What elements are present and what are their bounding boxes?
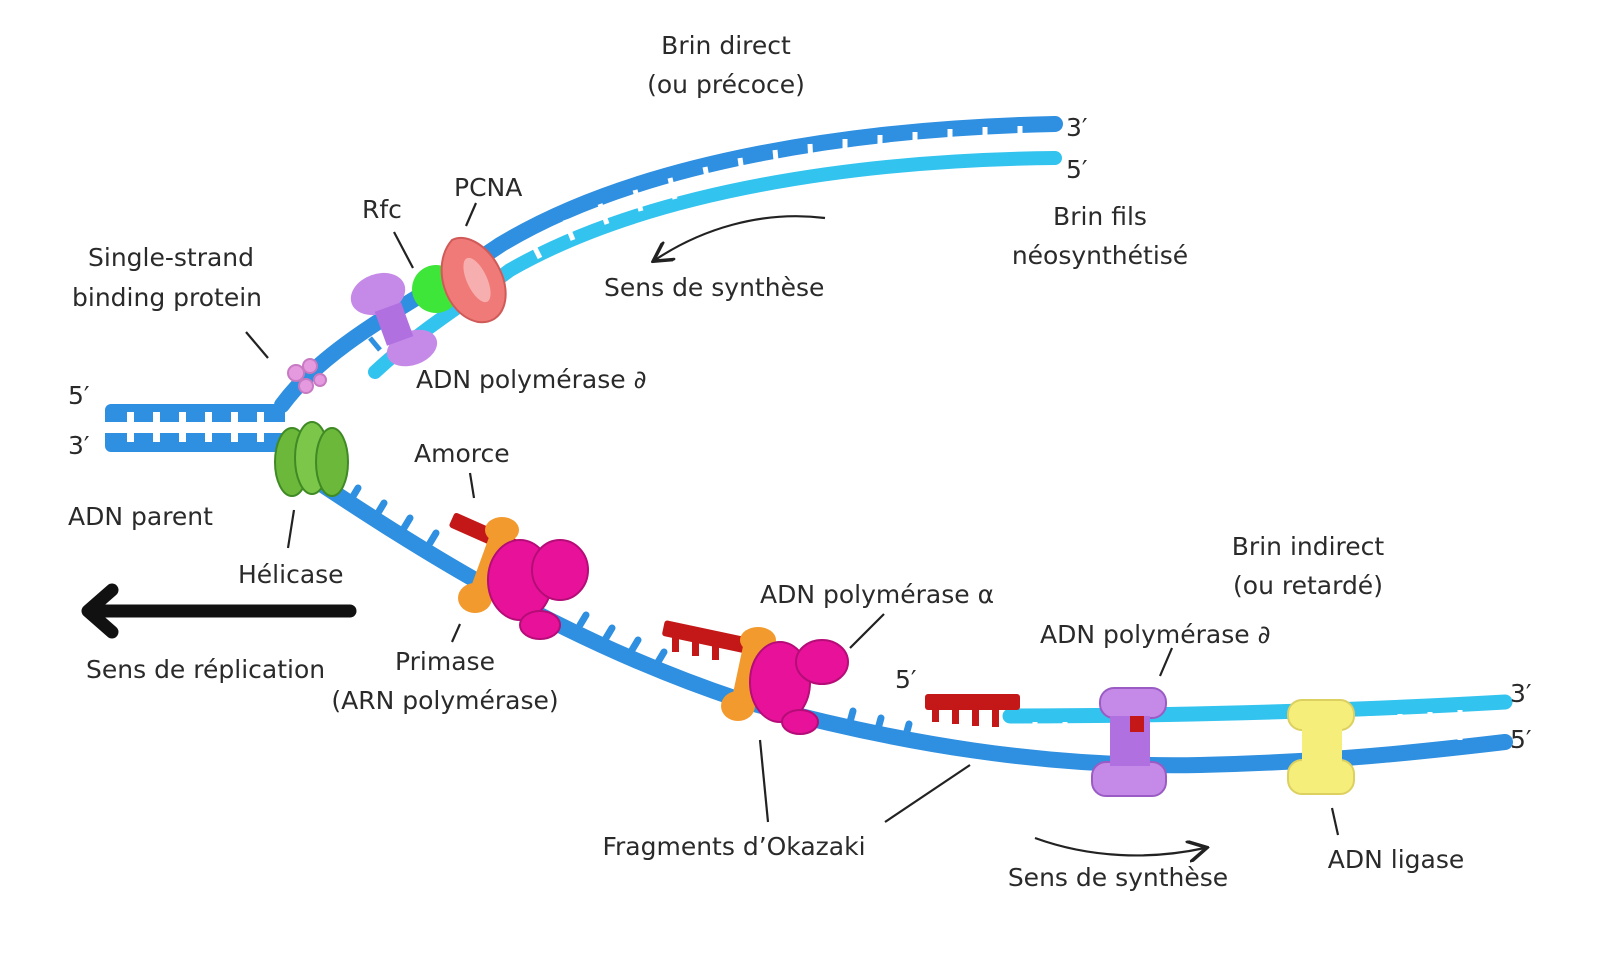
labels: Brin direct (ou précoce) 3′ 5′ Brin fils… [68,31,1532,892]
pol-delta-top-label: ADN polymérase ∂ [416,365,647,394]
replication-direction-arrow [81,583,357,639]
ligase-label: ADN ligase [1328,845,1465,874]
top-3prime: 3′ [1066,113,1088,142]
pol-alpha-1-shape [487,539,589,640]
amorce-label: Amorce [414,439,510,468]
parent-dna [105,404,285,452]
pol-delta-top-shape [350,272,438,367]
parent-3prime: 3′ [68,431,90,460]
fragment-5prime: 5′ [895,665,917,694]
okazaki-label: Fragments d’Okazaki [602,832,865,861]
pcna-shape [440,237,507,324]
synthesis-bottom-arrow [1034,836,1205,855]
pol-alpha-2-shape [749,639,849,735]
top-5prime: 5′ [1066,155,1088,184]
leading-title: Brin direct [661,31,791,60]
pol-alpha-label: ADN polymérase α [760,580,994,609]
leading-strand [274,116,1063,413]
adn-parent-label: ADN parent [68,502,213,531]
daughter-subtitle: néosynthétisé [1012,241,1188,270]
synthesis-top-label: Sens de synthèse [604,273,824,302]
replication-direction-label: Sens de réplication [86,655,325,684]
rfc-label: Rfc [362,195,402,224]
daughter-title: Brin fils [1053,202,1147,231]
synthesis-top-arrow [655,215,826,260]
primase-label-line1: Primase [395,647,495,676]
primase-label-line2: (ARN polymérase) [331,686,558,715]
ssb-label-line1: Single-strand [88,243,254,272]
ligase-shape [1287,699,1355,795]
ssb-label-line2: binding protein [72,283,262,312]
fragment-primer [925,694,1020,727]
bottom-5prime: 5′ [1510,725,1532,754]
bottom-3prime: 3′ [1510,679,1532,708]
leading-daughter-strand [368,151,1062,379]
helicase-shape [274,421,349,497]
leading-template-strand [274,116,1063,413]
ssb-protein-shape [287,358,327,394]
lagging-title: Brin indirect [1232,532,1385,561]
primer-2 [662,620,763,660]
parent-5prime: 5′ [68,381,90,410]
pcna-label: PCNA [454,173,522,202]
synthesis-bottom-label: Sens de synthèse [1008,863,1228,892]
helicase-label: Hélicase [238,560,344,589]
leading-subtitle: (ou précoce) [647,70,805,99]
pol-delta-bottom-label: ADN polymérase ∂ [1040,620,1271,649]
pol-delta-bottom-shape [1091,687,1167,797]
leader-lines [245,202,1340,836]
okazaki-fragment-strand [1002,694,1513,724]
lagging-subtitle: (ou retardé) [1233,571,1383,600]
